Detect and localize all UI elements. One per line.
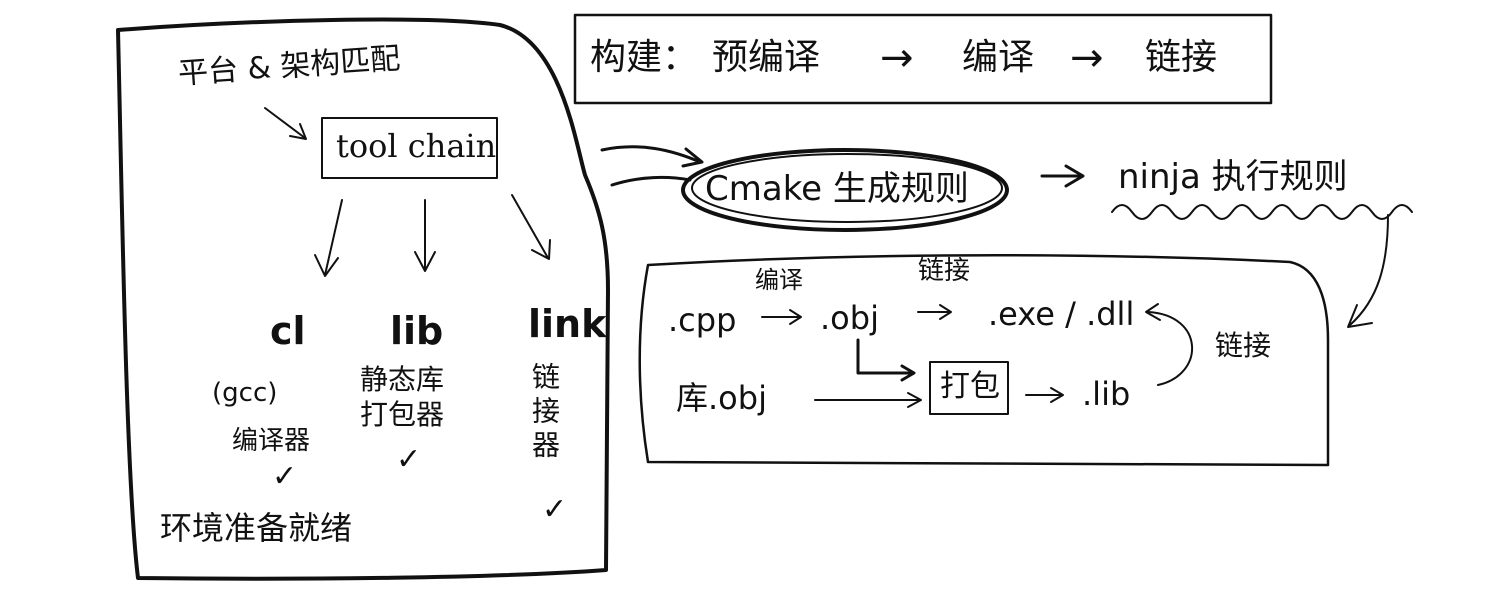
tool-link-check-icon: ✓ <box>542 492 568 527</box>
cmake-ellipse <box>681 148 1009 232</box>
arrow-into-cmake-1 <box>600 145 702 164</box>
flow-box-outline <box>638 253 1330 467</box>
exe-dll-file: .exe / .dll <box>988 295 1135 333</box>
build-arrow-1-icon: → <box>880 35 914 81</box>
build-step-link: 链接 <box>1145 37 1218 78</box>
cpp-file: .cpp <box>668 301 737 339</box>
link-label-top: 链接 <box>918 256 971 286</box>
arrow-obj-to-pack <box>856 338 915 375</box>
build-arrow-2-icon: → <box>1070 35 1104 81</box>
tool-cl-check-icon: ✓ <box>272 459 298 494</box>
arrow-to-link <box>511 194 549 259</box>
build-label: 构建： <box>590 37 699 78</box>
tool-lib-check-icon: ✓ <box>396 442 422 477</box>
arrow-into-cmake-2 <box>610 175 692 187</box>
toolchain-box <box>321 117 498 179</box>
arrow-platform-to-toolchain <box>264 107 306 139</box>
cmake-generate-rules: Cmake 生成规则 <box>705 169 969 209</box>
pack-label: 打包 <box>940 369 1000 404</box>
tool-cl-sub: (gcc) <box>212 378 278 408</box>
link-label-side: 链接 <box>1215 329 1272 362</box>
tool-link-desc: 链接器 <box>528 362 561 464</box>
lib-obj-file: 库.obj <box>676 379 767 417</box>
compile-label: 编译 <box>755 266 803 294</box>
ninja-execute-rules: ninja 执行规则 <box>1118 157 1348 197</box>
tool-link-name: link <box>528 302 607 346</box>
env-ready-label: 环境准备就绪 <box>160 509 353 547</box>
obj-file: .obj <box>820 299 879 337</box>
arrow-to-cl <box>324 199 343 276</box>
toolchain-label: tool chain <box>336 127 497 165</box>
pack-box <box>929 361 1009 415</box>
tool-lib-desc: 静态库打包器 <box>360 363 445 431</box>
lib-file: .lib <box>1082 375 1131 413</box>
ninja-wavy-underline <box>1111 204 1413 220</box>
build-step-compile: 编译 <box>962 37 1035 78</box>
tool-lib-name: lib <box>390 309 444 353</box>
tool-cl-desc: 编译器 <box>232 426 311 456</box>
build-step-precompile: 预编译 <box>712 37 821 78</box>
arrow-ninja-to-flow <box>1349 214 1389 326</box>
arrow-lib-to-exe <box>1147 311 1194 386</box>
tool-cl-name: cl <box>270 309 306 353</box>
left-panel-outline <box>116 17 610 581</box>
build-steps-box <box>573 13 1273 105</box>
